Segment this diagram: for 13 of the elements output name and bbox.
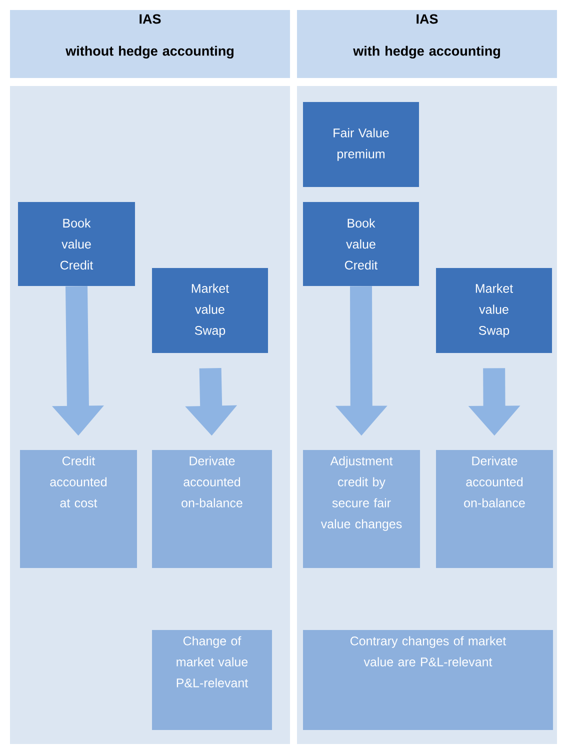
result-box: Adjustment credit by secure fair value changes [303, 450, 420, 568]
column-header: IAS with hedge accounting [297, 10, 557, 78]
result-box: Derivate accounted on-balance [152, 450, 272, 568]
value-box: Book value Credit [303, 202, 419, 286]
result-box: Change of market value P&L-relevant [152, 630, 272, 730]
result-box: Credit accounted at cost [20, 450, 137, 568]
column-header: IAS without hedge accounting [10, 10, 290, 78]
result-box: Contrary changes of market value are P&L-relevant [303, 630, 553, 730]
result-box: Derivate accounted on-balance [436, 450, 553, 568]
value-box: Book value Credit [18, 202, 135, 286]
value-box: Fair Value premium [303, 102, 419, 187]
value-box: Market value Swap [436, 268, 552, 353]
value-box: Market value Swap [152, 268, 268, 353]
